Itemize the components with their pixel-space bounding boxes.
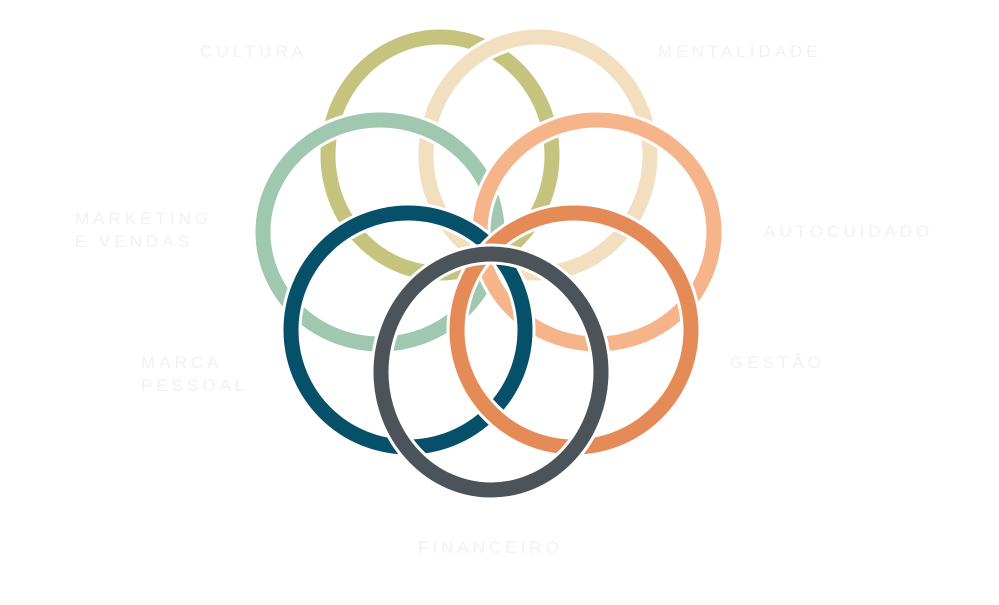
- label-cultura: CULTURA: [200, 42, 308, 61]
- ring-financeiro: [373, 246, 609, 498]
- label-financeiro: FINANCEIRO: [418, 538, 563, 557]
- label-mentalidade: MENTALIDADE: [658, 42, 822, 61]
- label-marketing: MARKETING E VENDAS: [75, 209, 213, 251]
- rings-group: [252, 26, 725, 501]
- label-marca: MARCA PESSOAL: [141, 353, 249, 395]
- label-autocuidado: AUTOCUIDADO: [764, 222, 934, 241]
- label-gestao: GESTÃO: [730, 353, 825, 372]
